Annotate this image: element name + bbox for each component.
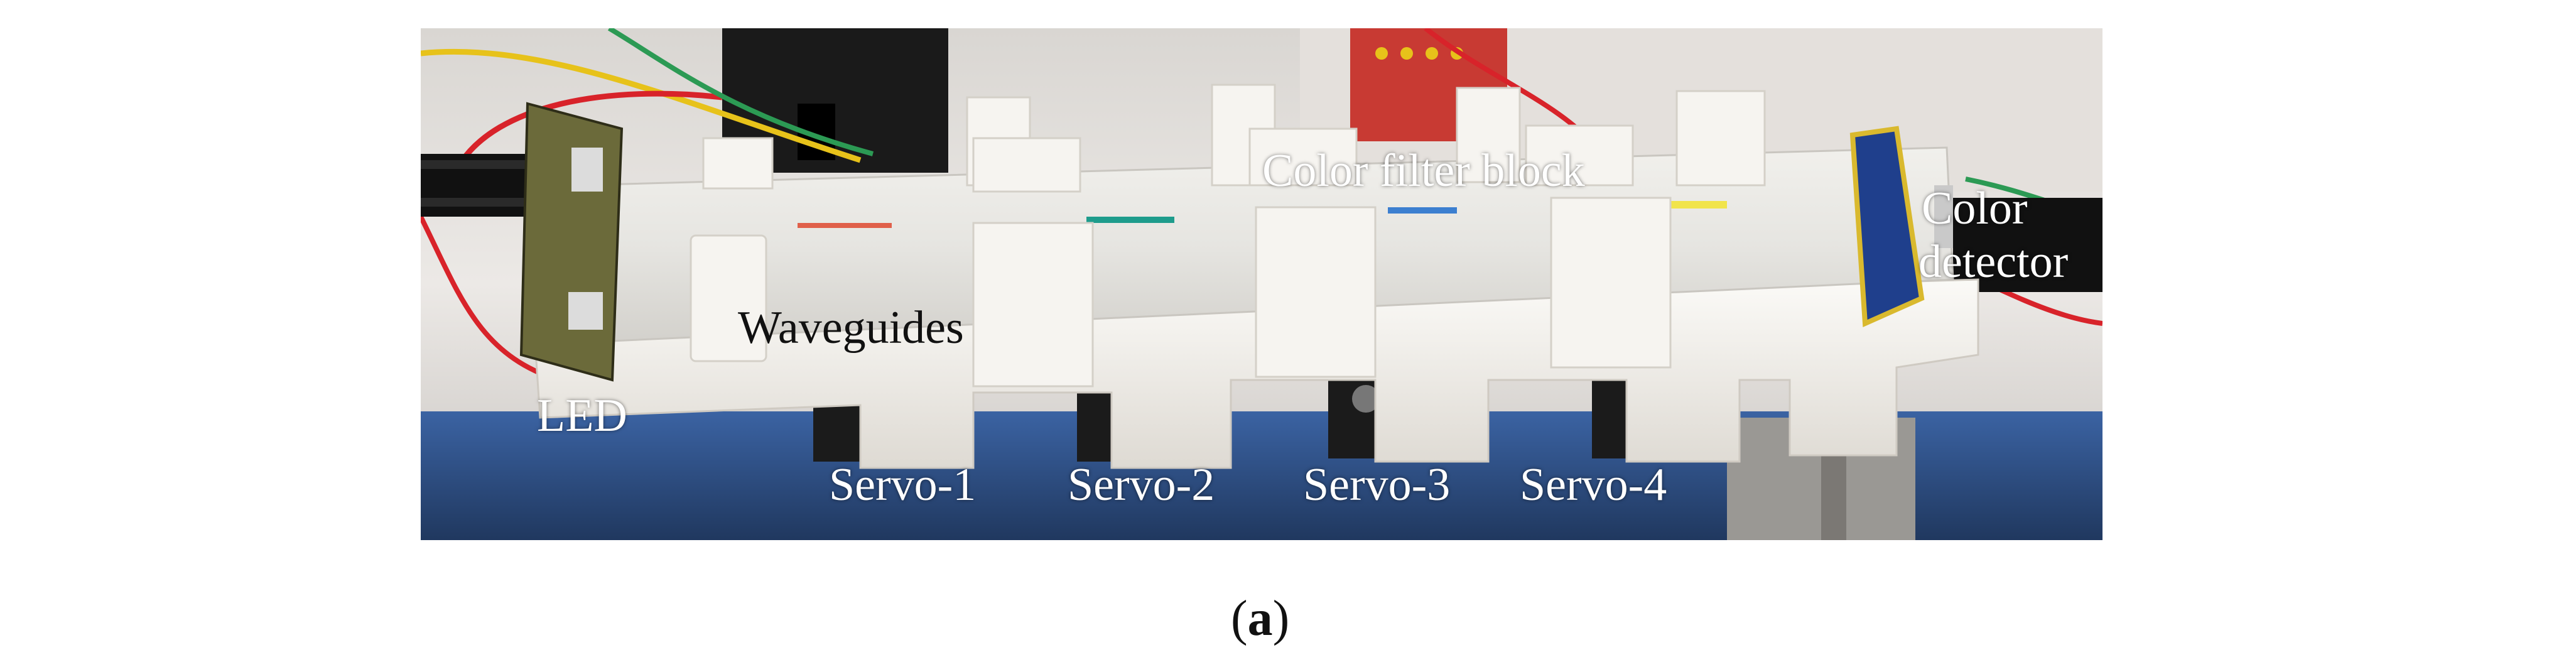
filter-teal — [1086, 217, 1174, 223]
label-waveguides: Waveguides — [738, 302, 964, 354]
label-color-filter-block: Color filter block — [1262, 145, 1585, 197]
filter-blue — [1388, 207, 1457, 214]
color-detector-board — [1849, 126, 1925, 327]
wire-green — [607, 28, 874, 156]
filter-yellow — [1658, 201, 1727, 209]
figure-caption: (a) — [1231, 593, 1289, 644]
right-connector — [1953, 198, 2102, 292]
wire-red — [456, 90, 723, 168]
filter-holders — [690, 84, 1766, 387]
label-servo-1: Servo-1 — [829, 459, 977, 511]
photo-figure: Color filter block Color detector Wavegu… — [421, 28, 2102, 540]
label-color-detector-line1: Color — [1922, 183, 2028, 234]
label-servo-4: Servo-4 — [1520, 459, 1667, 511]
filter-red — [798, 223, 892, 228]
caption-letter: a — [1247, 591, 1273, 646]
caption-open-paren: ( — [1231, 591, 1248, 646]
wire-yellow — [421, 49, 862, 163]
label-servo-2: Servo-2 — [1068, 459, 1215, 511]
caption-close-paren: ) — [1272, 591, 1290, 646]
label-servo-3: Servo-3 — [1303, 459, 1451, 511]
label-color-detector-line2: detector — [1918, 236, 2069, 288]
label-led: LED — [537, 390, 627, 442]
photo-illustration — [421, 28, 2102, 540]
led-board — [519, 102, 624, 382]
